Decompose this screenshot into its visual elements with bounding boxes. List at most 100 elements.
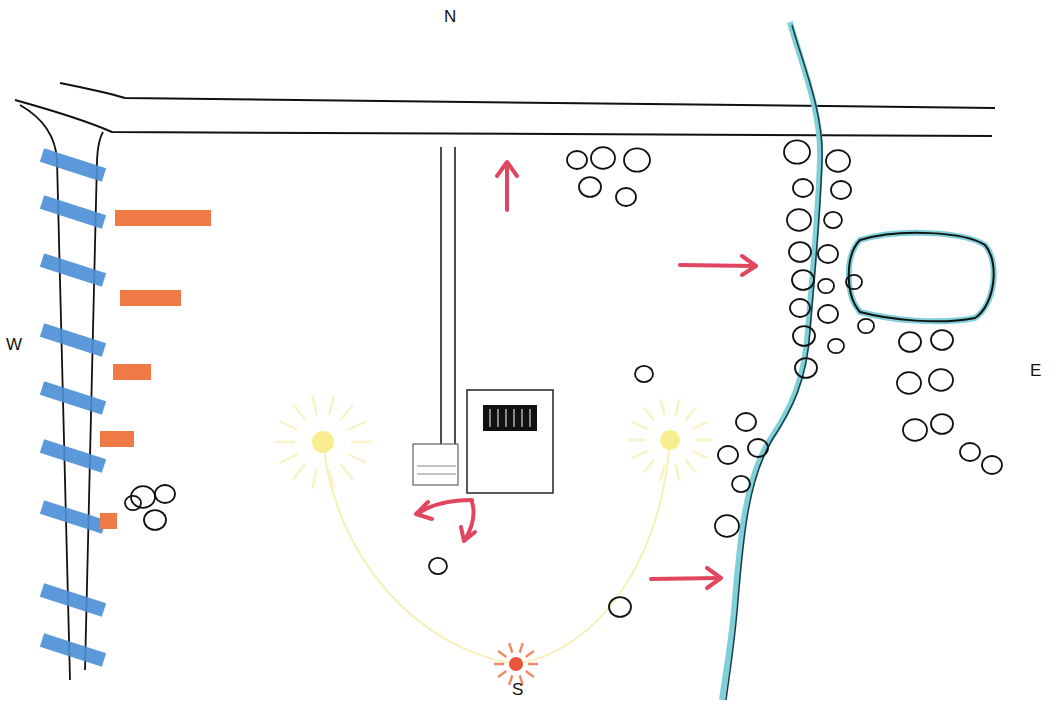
sun-ray [351, 441, 371, 444]
tree [429, 558, 447, 574]
sun-ray [329, 469, 333, 488]
tree [718, 446, 738, 464]
tree [897, 372, 921, 394]
tree [624, 148, 650, 171]
tree [609, 597, 631, 617]
tree [131, 486, 155, 508]
rail-tie [42, 260, 104, 280]
tree [899, 332, 921, 352]
sun-ray [520, 643, 523, 653]
pond [849, 233, 994, 322]
sun-ray [693, 422, 708, 429]
garage-line [417, 474, 456, 475]
sun-ray [686, 460, 697, 473]
tree [715, 515, 739, 537]
sun-ray [695, 439, 712, 442]
rail-tie [42, 330, 104, 350]
sun-ray [676, 464, 680, 481]
sun-ray [509, 675, 512, 685]
tree [789, 242, 811, 262]
garage-line [417, 466, 456, 467]
sun-ray [693, 451, 708, 458]
sun-ray [661, 399, 665, 416]
compass-label: E [1030, 362, 1041, 379]
sun-ray [329, 395, 333, 414]
wind-arrows [416, 162, 756, 588]
tree [144, 510, 166, 530]
tree [846, 275, 862, 289]
sun-ray [280, 454, 298, 463]
compass-label: W [6, 336, 22, 353]
orange-bars [100, 218, 211, 521]
sun-ray [340, 404, 352, 420]
creek-bank [726, 25, 822, 700]
road-edge [60, 83, 995, 108]
compass-label: N [444, 8, 456, 25]
driveway [454, 147, 456, 444]
tree [616, 188, 636, 206]
sun-ray [644, 460, 655, 473]
trees [125, 140, 1002, 617]
tree [790, 299, 810, 317]
roof-panel [483, 405, 537, 431]
tree [736, 413, 756, 431]
sun-ray [293, 464, 305, 480]
road-edge [15, 100, 992, 136]
tree [818, 305, 838, 323]
rail-ties [42, 155, 104, 660]
rail-tie [42, 388, 104, 408]
tree [795, 358, 817, 378]
pond-edge [849, 233, 994, 322]
tree [125, 496, 141, 510]
sun-ray [628, 439, 645, 442]
tree [831, 181, 851, 199]
tree [155, 485, 175, 503]
tree [792, 270, 814, 290]
tree [732, 476, 750, 492]
tree [793, 326, 815, 346]
tree [858, 319, 874, 333]
garage [413, 444, 458, 485]
tree [960, 443, 980, 461]
sun-ray [528, 663, 538, 666]
driveway [440, 147, 442, 444]
tree [784, 140, 810, 163]
rail-tie [42, 590, 104, 610]
sun-ray [632, 451, 647, 458]
tree [567, 151, 587, 169]
tree [818, 279, 834, 293]
sun-ray [632, 422, 647, 429]
tree [929, 369, 953, 391]
tree [828, 339, 844, 353]
sun-ray [312, 469, 316, 488]
sun-ray [275, 441, 295, 444]
sun-ray [340, 464, 352, 480]
sun-ray [348, 454, 366, 463]
sun-ray [644, 407, 655, 420]
sun-ray [280, 421, 298, 430]
sun-ray [312, 395, 316, 414]
tree [787, 209, 811, 231]
tree [793, 179, 813, 197]
tree [748, 439, 768, 457]
tree [635, 366, 653, 382]
tree [824, 212, 842, 228]
rail-tie [42, 155, 104, 175]
sun-ray [526, 671, 534, 677]
sun-ray [509, 643, 512, 653]
tree [579, 177, 601, 197]
tree [826, 150, 850, 172]
sun-ray [293, 404, 305, 420]
panel-lines [490, 409, 530, 427]
suns [275, 395, 712, 685]
rail-tie [42, 640, 104, 660]
sun-path [323, 442, 670, 664]
rail-tie [42, 446, 104, 466]
tree [931, 414, 953, 434]
tree [982, 456, 1002, 474]
sun-ray [676, 399, 680, 416]
rail-tie [42, 202, 104, 222]
sun-ray [494, 663, 504, 666]
